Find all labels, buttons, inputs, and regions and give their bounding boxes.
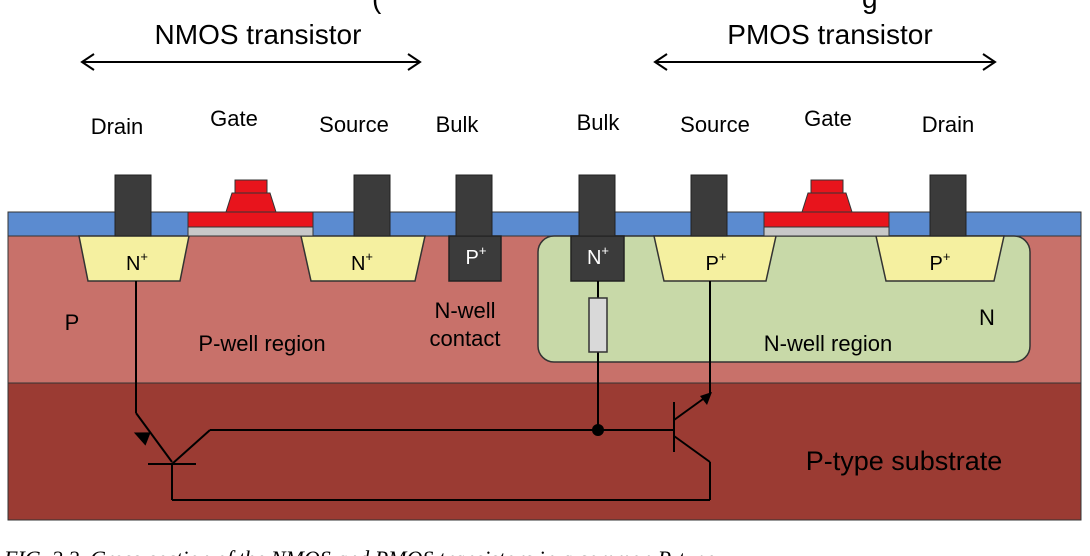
pmos-span-arrow: [653, 53, 997, 71]
pmos-gate-oxide: [763, 226, 890, 237]
nmos-source-contact: [353, 174, 391, 237]
top-cut-text-right: g: [862, 0, 878, 14]
pmos-bulk-doping: N+: [587, 243, 609, 269]
pmos-bulk-diffusion-nplus: [570, 235, 625, 282]
pmos-header: PMOS transistor: [727, 19, 932, 50]
top-cut-text: (: [372, 0, 382, 14]
nmos-gate-oxide: [187, 226, 314, 237]
base-node-dot: [592, 424, 604, 436]
npn-emitter-arrowhead: [133, 432, 151, 446]
nmos-header: NMOS transistor: [155, 19, 362, 50]
nmos-bulk-contact: [455, 174, 493, 237]
nmos-drain-diffusion: [78, 235, 190, 282]
nmos-drain-label: Drain: [91, 114, 144, 139]
pmos-source-doping: P+: [706, 249, 727, 275]
nwell-region-label: N-well region: [764, 331, 892, 356]
pmos-drain-label: Drain: [922, 112, 975, 137]
nwell-contact-doping: P+: [466, 243, 487, 269]
nmos-gate-poly: [187, 211, 314, 228]
nmos-gate-contact-top: [234, 179, 268, 194]
pmos-bulk-contact: [578, 174, 616, 237]
nmos-gate-contact: [225, 192, 277, 213]
pmos-gate-contact: [801, 192, 853, 213]
pmos-drain-contact: [929, 174, 967, 237]
nmos-span-arrow: [80, 53, 422, 71]
nwell-contact-label-2: contact: [430, 326, 501, 351]
pmos-source-label: Source: [680, 112, 750, 137]
nmos-gate-label: Gate: [210, 106, 258, 131]
nmos-source-doping: N+: [351, 249, 373, 275]
oxide-layer: [7, 211, 1082, 237]
nmos-drain-doping: N+: [126, 249, 148, 275]
pmos-bulk-label: Bulk: [577, 110, 621, 135]
n-region-label: N: [979, 305, 995, 330]
pmos-gate-label: Gate: [804, 106, 852, 131]
pmos-source-contact: [690, 174, 728, 237]
nwell-resistor: [588, 297, 608, 353]
substrate-label: P-type substrate: [806, 446, 1003, 476]
pmos-gate-contact-top: [810, 179, 844, 194]
pmos-gate-poly: [763, 211, 890, 228]
nmos-bulk-label: Bulk: [436, 112, 480, 137]
nmos-source-label: Source: [319, 112, 389, 137]
pwell-region-label: P-well region: [198, 331, 325, 356]
p-region-label: P: [65, 310, 80, 335]
nwell-contact-label-1: N-well: [434, 298, 495, 323]
pnp-emitter-arrowhead: [700, 392, 712, 405]
nmos-drain-contact: [114, 174, 152, 237]
figure-caption: FIG. 2.2. Cross-section of the NMOS and …: [3, 546, 715, 556]
pmos-drain-doping: P+: [930, 249, 951, 275]
pmos-source-diffusion: [653, 235, 777, 282]
